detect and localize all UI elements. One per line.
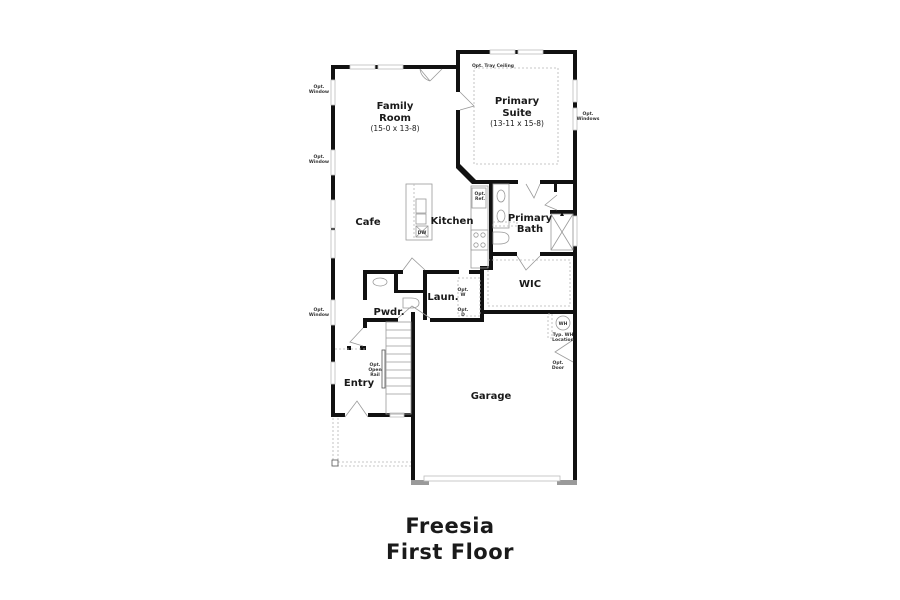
family-room-dims: (15-0 x 13-8) [370,124,419,133]
kitchen-label: Kitchen [431,216,474,227]
svg-text:Windows: Windows [577,116,600,122]
cafe-label: Cafe [355,217,380,228]
laundry-label: Laun. [427,292,458,303]
svg-text:Opt.: Opt. [314,307,325,313]
sink-icon [415,198,427,214]
tray-ceiling-note: Opt. Tray Ceiling [472,63,514,69]
primary-bath-label-2: Bath [517,224,543,235]
powder-toilet-icon [402,297,420,309]
svg-text:Window: Window [309,312,329,318]
family-room-label-2: Room [379,113,411,124]
open-rail [381,349,386,389]
plan-name-title: Freesia [405,514,495,538]
svg-text:Opt.: Opt. [370,362,381,368]
interior-walls [347,164,577,350]
svg-text:WH: WH [559,321,568,327]
svg-text:Opt.: Opt. [314,84,325,90]
svg-text:DW: DW [418,230,427,236]
svg-text:Typ. WH: Typ. WH [553,332,574,338]
svg-text:Rail: Rail [370,372,380,378]
front-porch [331,418,413,467]
svg-text:Opt.: Opt. [475,191,486,197]
svg-text:Opt.: Opt. [553,360,564,366]
fixtures [335,67,574,415]
floor-title: First Floor [385,540,514,564]
refrigerator-space [471,187,487,209]
family-room-label: Family [377,101,414,112]
garage-label: Garage [471,391,512,402]
exterior-walls [331,50,577,485]
water-heater-icon [555,315,571,331]
annotations: Opt. Window Opt. Window Opt. Window Opt.… [309,63,600,378]
svg-text:Open: Open [368,367,381,373]
svg-text:Opt.: Opt. [314,154,325,160]
windows [330,49,578,482]
bath-sink-icon [496,209,506,223]
doors [344,68,574,418]
primary-bath-label: Primary [508,213,553,224]
staircase [381,321,412,415]
kitchen-island [405,183,433,241]
room-labels: Family Room (15-0 x 13-8) Primary Suite … [344,96,553,402]
entry-label: Entry [344,378,375,389]
svg-text:W: W [461,292,466,298]
bath-sink-icon [496,189,506,203]
powder-sink-icon [372,277,388,287]
toilet-icon [492,231,510,245]
svg-text:Opt.: Opt. [458,287,469,293]
porch-post-icon [331,459,339,467]
svg-text:Opt.: Opt. [583,111,594,117]
range-icon [470,229,489,251]
svg-text:Window: Window [309,89,329,95]
svg-text:D: D [461,312,465,318]
powder-label: Pwdr. [373,307,404,318]
svg-text:Location: Location [552,337,574,343]
dishwasher-icon [415,225,429,238]
primary-suite-label: Primary [495,96,540,107]
svg-text:Window: Window [309,159,329,165]
tray-ceiling-outline [473,67,559,165]
primary-suite-label-2: Suite [502,108,532,119]
wic-label: WIC [519,279,541,290]
svg-text:Ref.: Ref. [475,196,485,202]
primary-suite-dims: (13-11 x 15-8) [490,119,544,128]
svg-text:Opt.: Opt. [458,307,469,313]
svg-text:Door: Door [552,365,565,371]
